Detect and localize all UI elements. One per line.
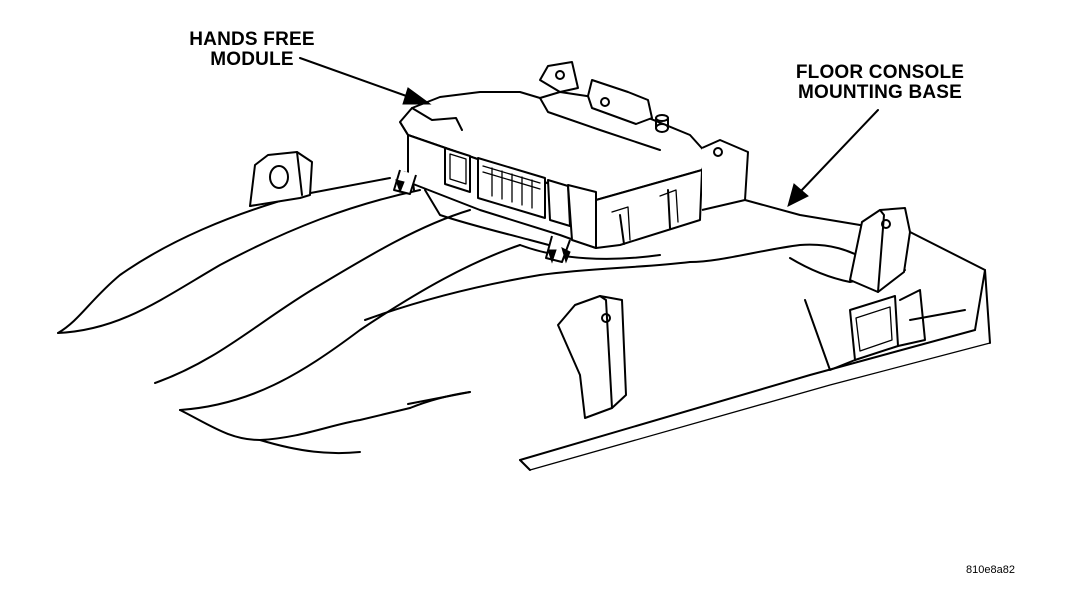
hands-free-module: [393, 61, 749, 264]
callout-floor-console-base-line2: MOUNTING BASE: [797, 82, 963, 103]
callout-hands-free-module: HANDS FREE MODULE: [178, 30, 326, 70]
callout-floor-console-base-line1: FLOOR CONSOLE: [795, 62, 965, 83]
figure-id: 810e8a82: [966, 564, 1015, 576]
callout-hands-free-module-line2: MODULE: [210, 49, 294, 70]
callout-floor-console-base: FLOOR CONSOLE MOUNTING BASE: [780, 63, 980, 103]
callout-hands-free-module-line1: HANDS FREE: [189, 29, 315, 50]
callout-arrow-floor-console-base: [787, 109, 879, 207]
callout-arrow-hands-free-module: [299, 57, 432, 105]
floor-console-base: [57, 151, 991, 471]
